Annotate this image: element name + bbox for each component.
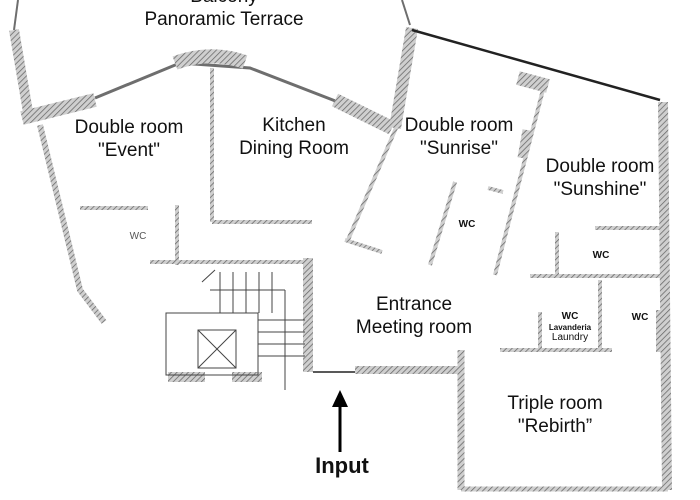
wall-kitchen-sunrise-end [344, 238, 383, 254]
terrace-outline [13, 0, 19, 31]
laundry-it-label: Lavanderia [548, 323, 592, 332]
room-rebirth-label: Triple room"Rebirth” [507, 393, 603, 437]
elevator [197, 329, 237, 369]
wall-terrace-right [389, 26, 418, 130]
room-sunshine-label: Double room"Sunshine" [545, 156, 655, 200]
wall-top-right-block-1 [516, 71, 550, 93]
wc-right-label: WC [631, 312, 649, 323]
laundry-en-label: Laundry [551, 332, 589, 343]
wall-terrace-right-block [331, 93, 396, 135]
wall-terrace-mid-block [172, 49, 248, 70]
wall-sunrise-wc-left [428, 181, 457, 266]
wall-terrace-left-block [20, 93, 97, 125]
terrace-window [94, 61, 339, 104]
wall-sunrise-sunshine [493, 81, 547, 276]
wc-event-label: WC [129, 231, 147, 242]
wall-kitchen-sunrise [346, 127, 398, 241]
wall-sunrise-nib [517, 129, 532, 159]
wc-laundry-label: WC [561, 311, 579, 322]
staircase [165, 269, 305, 390]
wc-sunrise-label: WC [458, 219, 476, 230]
wall-sunrise-wc-top [487, 186, 504, 194]
exterior-top-right-line [411, 28, 661, 102]
wall-left-exterior [37, 124, 107, 324]
input-arrow-icon [332, 390, 348, 452]
entrance-input-label: Input [315, 453, 369, 478]
room-sunrise-label: Double room"Sunrise" [404, 115, 514, 159]
room-terrace-label: BalconyPanoramic Terrace [144, 0, 304, 30]
wall-right-exterior [658, 101, 672, 491]
terrace-right-wall [401, 0, 411, 26]
wall-left-upper [9, 29, 33, 113]
room-event-label: Double room"Event" [74, 117, 184, 161]
wc-sunshine-label: WC [592, 250, 610, 261]
